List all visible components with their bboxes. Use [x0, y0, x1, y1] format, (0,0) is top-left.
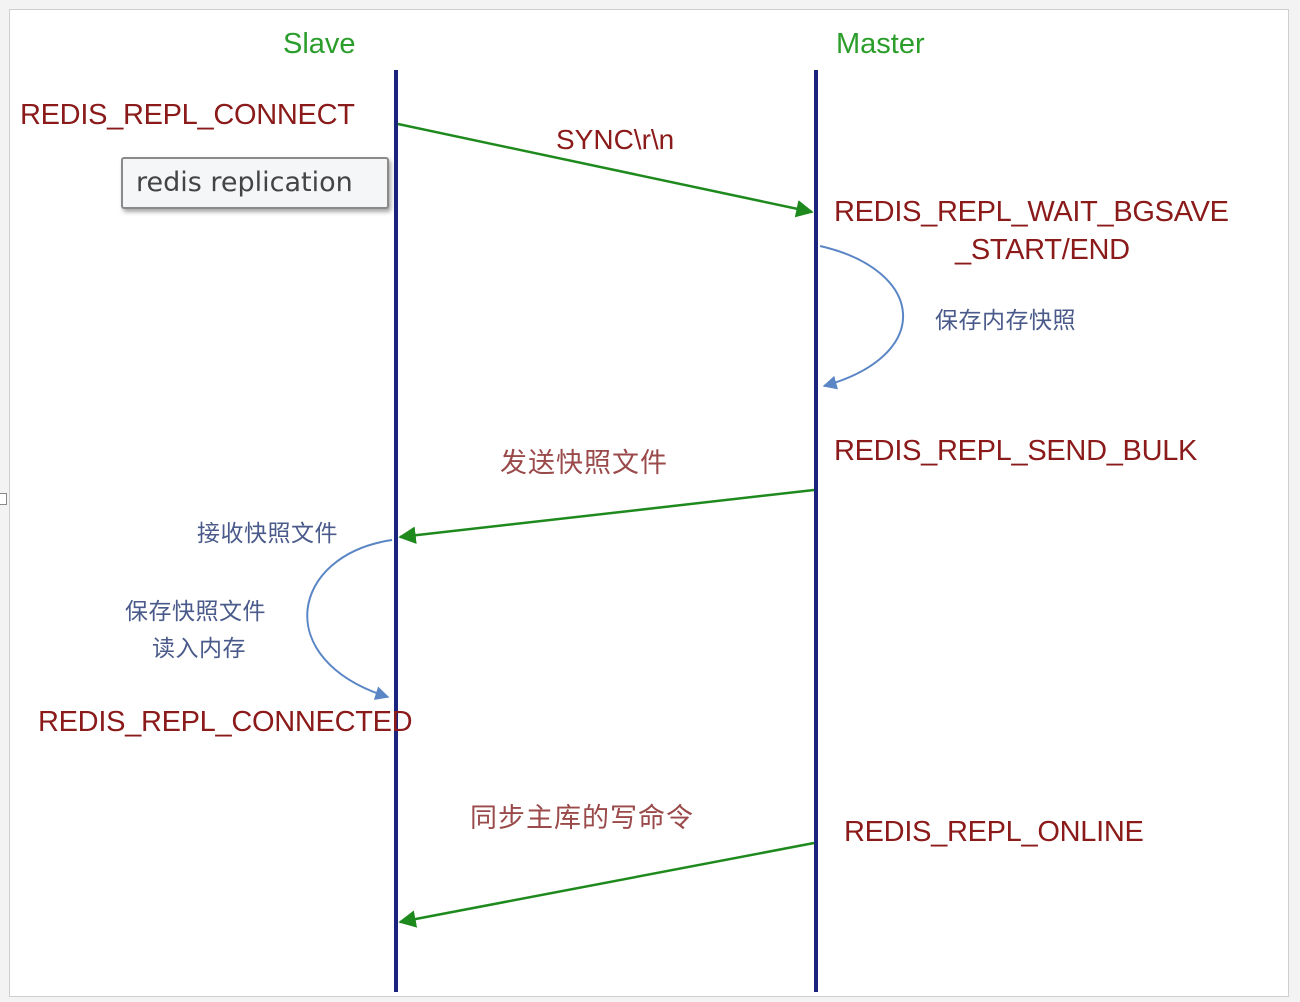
slave-load-snapshot-arc	[306, 539, 393, 700]
sync-writes-label: 同步主库的写命令	[470, 803, 694, 834]
sync-arrow	[397, 122, 814, 218]
state-repl-connected: REDIS_REPL_CONNECTED	[38, 706, 413, 738]
page-edge-handle	[0, 493, 7, 505]
master-lane-title: Master	[836, 28, 925, 60]
state-send-bulk: REDIS_REPL_SEND_BULK	[834, 435, 1198, 467]
load-snapshot-note-line2: 读入内存	[152, 636, 246, 662]
slave-lane-title: Slave	[283, 28, 356, 60]
master-save-snapshot-arc	[819, 245, 904, 390]
load-snapshot-note-line1: 保存快照文件	[125, 599, 266, 625]
state-repl-online: REDIS_REPL_ONLINE	[844, 816, 1144, 848]
state-wait-bgsave-line2: _START/END	[955, 234, 1130, 266]
image-tooltip: redis replication	[121, 157, 389, 209]
receive-snapshot-note: 接收快照文件	[197, 521, 338, 547]
state-wait-bgsave-line1: REDIS_REPL_WAIT_BGSAVE	[834, 196, 1229, 228]
state-repl-connect: REDIS_REPL_CONNECT	[20, 99, 355, 131]
save-snapshot-note: 保存内存快照	[935, 308, 1076, 334]
sync-message-label: SYNC\r\n	[556, 124, 675, 155]
send-snapshot-arrow	[398, 488, 815, 544]
send-snapshot-label: 发送快照文件	[500, 448, 668, 479]
sync-writes-arrow	[398, 841, 815, 928]
